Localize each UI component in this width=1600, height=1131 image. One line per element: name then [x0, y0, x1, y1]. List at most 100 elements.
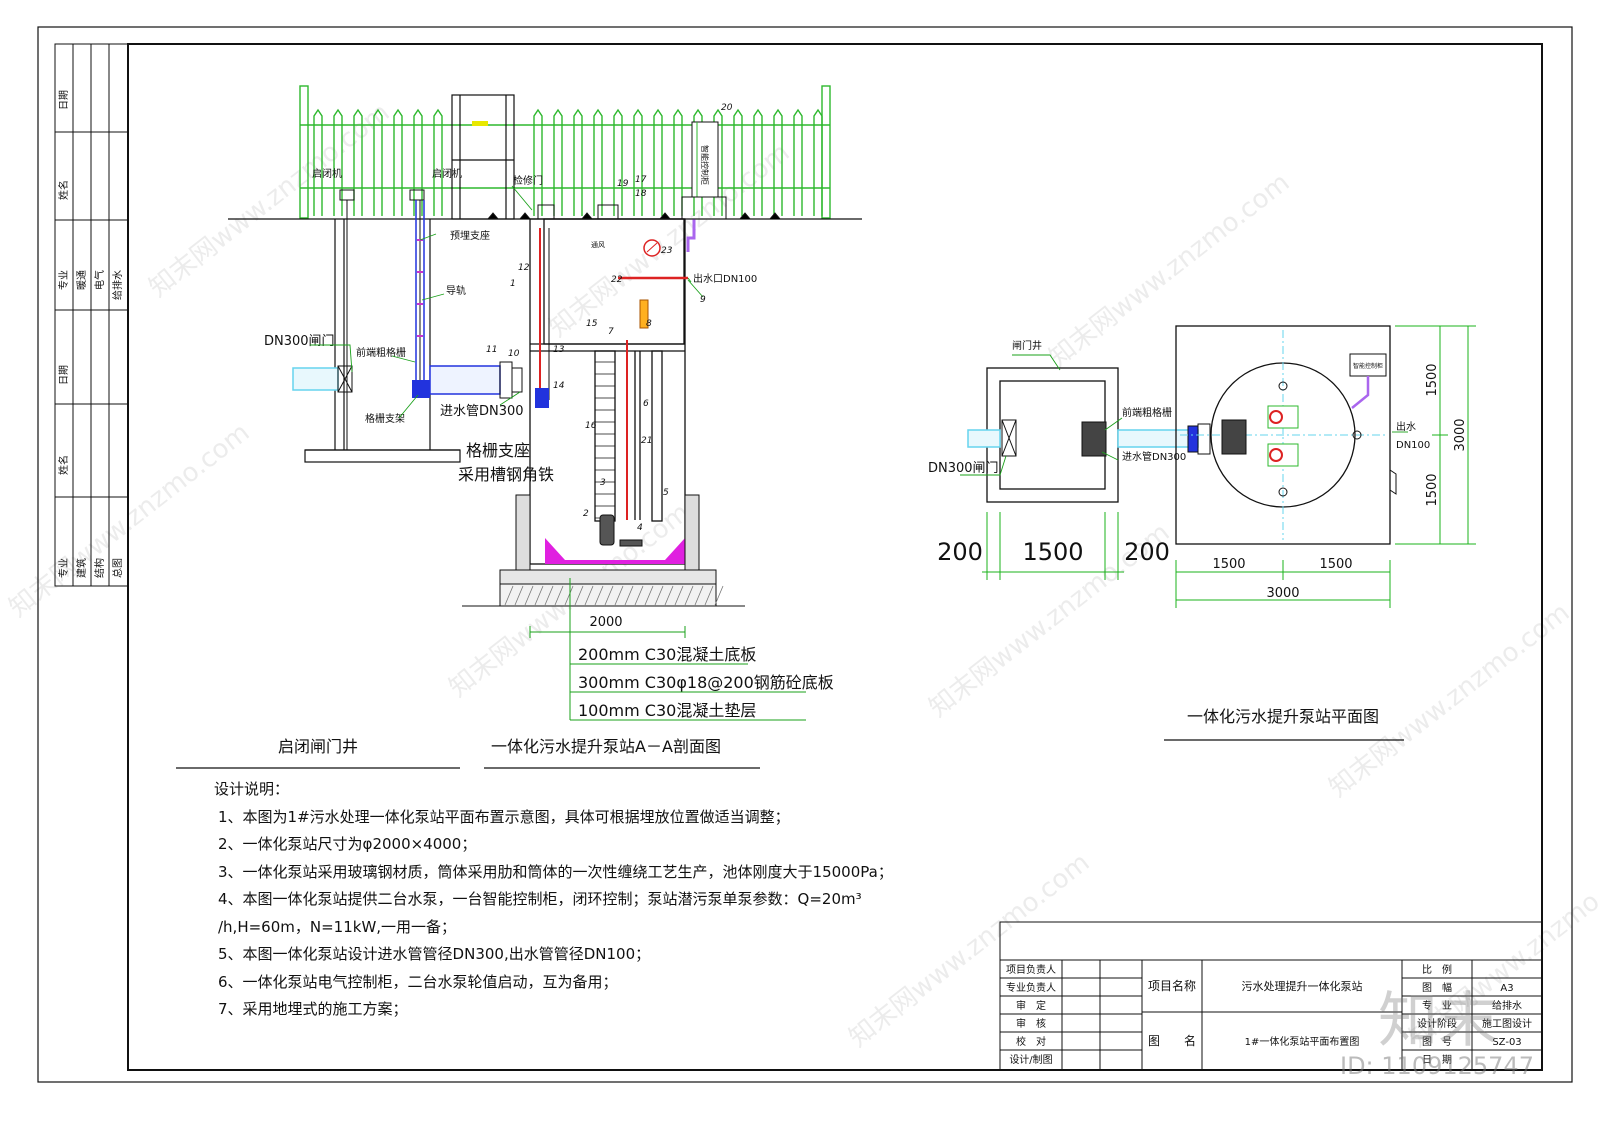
ground-hatch	[487, 212, 781, 220]
drawing-name-label: 图 名	[1148, 1033, 1196, 1048]
project-name-label: 项目名称	[1148, 978, 1196, 993]
bolt	[1278, 487, 1288, 497]
bolt	[1278, 381, 1288, 391]
fence-picket	[793, 108, 803, 216]
scale-label: 比 例	[1422, 963, 1452, 976]
plan-dim-1500-left: 1500	[1212, 557, 1245, 572]
plan-dim-200b: 200	[1124, 538, 1170, 566]
fence-picket	[753, 108, 763, 216]
strip-signature-2: 姓名	[57, 455, 70, 475]
strip-profession-1d: 给排水	[111, 270, 124, 300]
profession-label: 专 业	[1422, 999, 1452, 1012]
plan-inlet-stub	[967, 429, 1001, 448]
side-strip	[54, 43, 129, 587]
hatch-line	[704, 585, 714, 606]
callout: 23	[661, 246, 673, 256]
ladder	[595, 361, 615, 519]
callout: 7	[608, 327, 614, 337]
plan-inlet-pipe	[1117, 429, 1199, 448]
label-guide-rail: 导轨	[446, 284, 466, 297]
plan-label-valve: DN300闸门	[928, 461, 999, 476]
hatch-line	[664, 585, 674, 606]
callout-numbers: 20 19 18 17 23 22 12 1 8 9 15 7 11 10 13…	[486, 103, 733, 533]
note-item: 4、本图一体化泵站提供二台水泵，一台智能控制柜，闭环控制；泵站潜污泵单泵参数：Q…	[218, 890, 862, 908]
note-item: 6、一体化泵站电气控制柜，二台水泵轮值启动，互为备用；	[218, 972, 618, 991]
callout: 4	[637, 523, 643, 533]
note-item: 1、本图为1#污水处理一体化泵站平面布置示意图，具体可根据埋放位置做适当调整；	[218, 807, 790, 826]
fence-picket	[593, 108, 603, 216]
access-door-symbol	[537, 204, 555, 220]
layer-3: 100mm C30混凝土垫层	[578, 701, 756, 720]
gauge-needle	[646, 242, 658, 253]
fence-picket	[633, 108, 643, 216]
fence-picket	[573, 108, 583, 216]
fence-picket	[553, 108, 563, 216]
title-gate-well: 启闭闸门井	[278, 737, 358, 756]
callout: 18	[635, 189, 647, 199]
plan-station-slab	[1175, 325, 1391, 545]
hatch-line	[684, 585, 694, 606]
callout: 5	[663, 488, 669, 498]
number-label: 图 号	[1422, 1036, 1452, 1048]
strip-date-2: 日期	[58, 365, 70, 385]
role-check: 校 对	[1016, 1035, 1046, 1048]
pump-1	[1269, 410, 1283, 424]
plan-dim-v-1500a: 1500	[1425, 363, 1440, 396]
title-block-meta: 比 例 图 幅 A3 专 业 给排水 设计阶段 施工图设计 图 号 SZ-03 …	[1417, 963, 1532, 1066]
hatch-line	[654, 585, 664, 606]
plan-station-grille	[1221, 419, 1247, 455]
fence-picket	[413, 108, 423, 216]
hatch-line	[574, 585, 584, 606]
callout: 17	[635, 175, 647, 185]
tank-base-fill	[545, 538, 685, 564]
callout: 21	[641, 436, 652, 446]
purple-cable	[686, 219, 696, 252]
hatch-line	[674, 585, 684, 606]
plan-dimensions	[982, 325, 1476, 608]
fence-picket	[533, 108, 543, 216]
plan-label-outlet-size: DN100	[1396, 440, 1430, 451]
plan-dim-200a: 200	[937, 538, 983, 566]
label-channel-steel: 采用槽钢角铁	[458, 465, 554, 484]
role-discipline-lead: 专业负责人	[1006, 981, 1056, 994]
concrete-right	[684, 494, 700, 571]
label-embedded-support: 预埋支座	[450, 229, 490, 242]
callout: 8	[646, 319, 652, 329]
document-id: ID: 1109125747	[1340, 1052, 1534, 1080]
hoist-1	[339, 189, 355, 450]
label-grille-bracket: 格栅支架	[365, 412, 405, 425]
side-strip-labels: 日期 姓名 专业 暖通 电气 给排水 日期 姓名 专业 建筑 结构 总图	[57, 90, 124, 578]
grille-block	[535, 388, 549, 408]
hatch-line	[584, 585, 594, 606]
strip-signature-1: 姓名	[57, 180, 70, 200]
plan-flange	[1187, 425, 1199, 453]
concrete-base	[499, 569, 717, 585]
hatch-line	[644, 585, 654, 606]
role-design: 设计/制图	[1009, 1053, 1052, 1066]
plan-dim-1500-right: 1500	[1319, 557, 1352, 572]
fence-picket	[313, 108, 323, 216]
cabinet-text: 智能控制柜	[700, 145, 710, 185]
yellow-mark	[472, 121, 488, 126]
fence-picket	[353, 108, 363, 216]
plan-grille	[1081, 421, 1107, 457]
plan-outlet-stub	[1389, 469, 1397, 495]
strip-date-1: 日期	[58, 90, 70, 110]
sheet-label: 图 幅	[1422, 981, 1452, 994]
callout: 10	[508, 349, 520, 359]
submersible-pump	[599, 514, 643, 547]
layer-1: 200mm C30混凝土底板	[578, 645, 756, 664]
vent-symbol	[597, 204, 619, 220]
check-valve	[639, 299, 649, 329]
strip-profession-2b: 建筑	[75, 558, 88, 578]
callout: 16	[585, 421, 597, 431]
plan-panel-label: 智能控制柜	[1353, 362, 1383, 370]
leaders	[310, 185, 704, 419]
hatch-line	[514, 585, 524, 606]
plan-flange-2	[1197, 423, 1211, 455]
pump-2	[1269, 448, 1283, 462]
title-block-roles: 项目负责人 专业负责人 审 定 审 核 校 对 设计/制图	[1006, 963, 1056, 1066]
callout: 19	[617, 179, 629, 189]
hatch-line	[564, 585, 574, 606]
